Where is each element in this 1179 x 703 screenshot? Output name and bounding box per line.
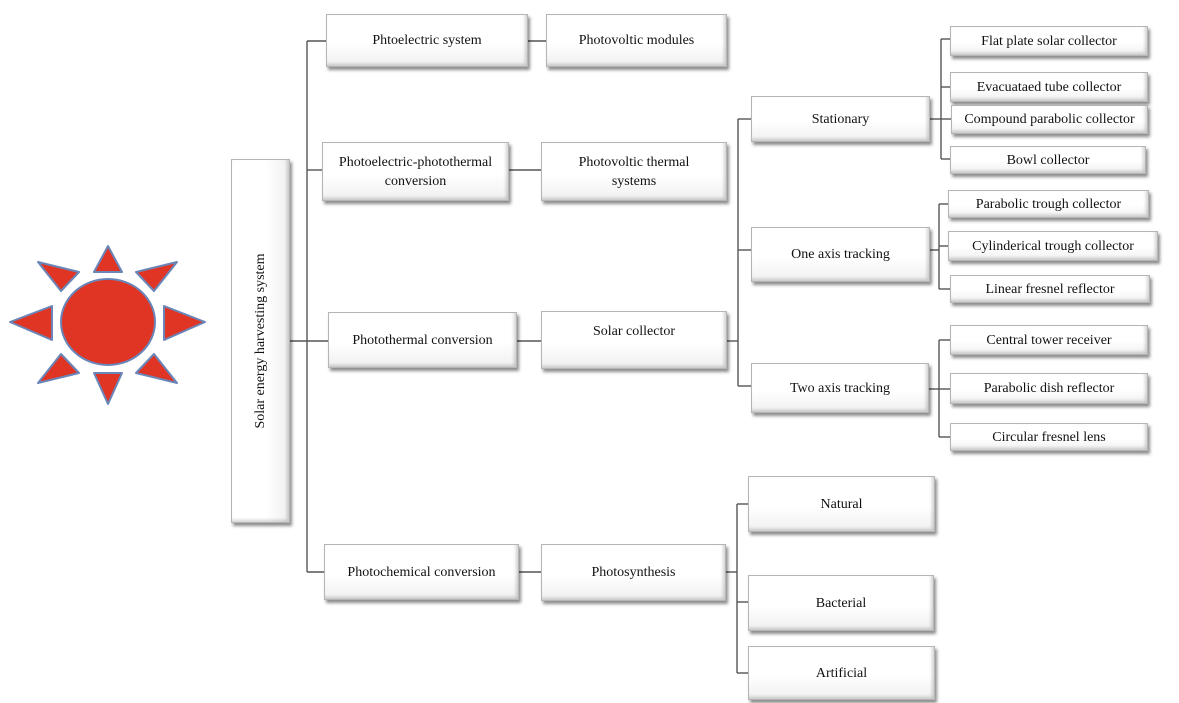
node-label: Cylinderical trough collector <box>972 238 1134 254</box>
node-label: Solar collector <box>592 324 676 339</box>
node-label: Photovoltic thermal systems <box>578 154 690 189</box>
node-label: Photosynthesis <box>591 565 676 580</box>
node-label: Photochemical conversion <box>347 564 496 580</box>
node-two-axis-tracking: Two axis tracking <box>751 363 929 413</box>
node-label: Bowl collector <box>1006 152 1090 168</box>
node-label: Compound parabolic collector <box>964 112 1135 127</box>
node-artificial: Artificial <box>748 646 935 700</box>
node-label: Evacuataed tube collector <box>976 79 1122 95</box>
node-label: Circular fresnel lens <box>992 429 1106 445</box>
node-label: Photoelectric-photothermal conversion <box>338 154 493 189</box>
node-label: Stationary <box>811 111 870 127</box>
node-solar-collector: Solar collector <box>541 311 727 369</box>
node-parabolic-trough-collector: Parabolic trough collector <box>948 190 1149 218</box>
node-label: Natural <box>820 496 863 512</box>
node-photovoltic-thermal-systems: Photovoltic thermal systems <box>541 142 727 201</box>
node-label: Artificial <box>815 665 868 681</box>
node-label: Phtoelectric system <box>372 33 482 48</box>
node-circular-fresnel-lens: Circular fresnel lens <box>950 423 1148 451</box>
node-central-tower-receiver: Central tower receiver <box>950 325 1148 355</box>
node-photosynthesis: Photosynthesis <box>541 544 726 601</box>
node-stationary: Stationary <box>751 96 930 142</box>
node-cylinderical-trough-collector: Cylinderical trough collector <box>948 231 1158 261</box>
node-label: Flat plate solar collector <box>981 33 1117 49</box>
node-natural: Natural <box>748 476 935 532</box>
node-label: Parabolic dish reflector <box>983 381 1115 396</box>
node-photothermal-conversion: Photothermal conversion <box>328 312 517 368</box>
node-label: Two axis tracking <box>789 380 891 396</box>
node-flat-plate-solar-collector: Flat plate solar collector <box>950 26 1148 56</box>
node-label: Bacterial <box>815 595 867 611</box>
node-label: One axis tracking <box>791 247 890 262</box>
node-photochemical-conversion: Photochemical conversion <box>324 544 519 600</box>
root-label: Solar energy harvesting system <box>252 253 268 429</box>
node-phtoelectric-system: Phtoelectric system <box>326 14 528 67</box>
node-label: Central tower receiver <box>986 332 1112 348</box>
node-bowl-collector: Bowl collector <box>950 146 1146 174</box>
root-solar-energy-harvesting-system: Solar energy harvesting system <box>231 159 290 523</box>
node-evacuataed-tube-collector: Evacuataed tube collector <box>950 72 1148 102</box>
node-photovoltic-modules: Photovoltic modules <box>546 14 727 67</box>
node-compound-parabolic-collector: Compound parabolic collector <box>951 105 1148 134</box>
node-parabolic-dish-reflector: Parabolic dish reflector <box>950 373 1148 404</box>
sun-icon <box>9 245 206 405</box>
node-label: Parabolic trough collector <box>975 196 1122 212</box>
node-label: Linear fresnel reflector <box>985 281 1115 297</box>
node-bacterial: Bacterial <box>748 575 934 631</box>
node-label: Photovoltic modules <box>578 33 695 48</box>
node-photoelectric-photothermal-conversion: Photoelectric-photothermal conversion <box>322 142 509 201</box>
node-label: Photothermal conversion <box>352 332 493 348</box>
node-one-axis-tracking: One axis tracking <box>751 227 930 282</box>
node-linear-fresnel-reflector: Linear fresnel reflector <box>950 275 1150 303</box>
